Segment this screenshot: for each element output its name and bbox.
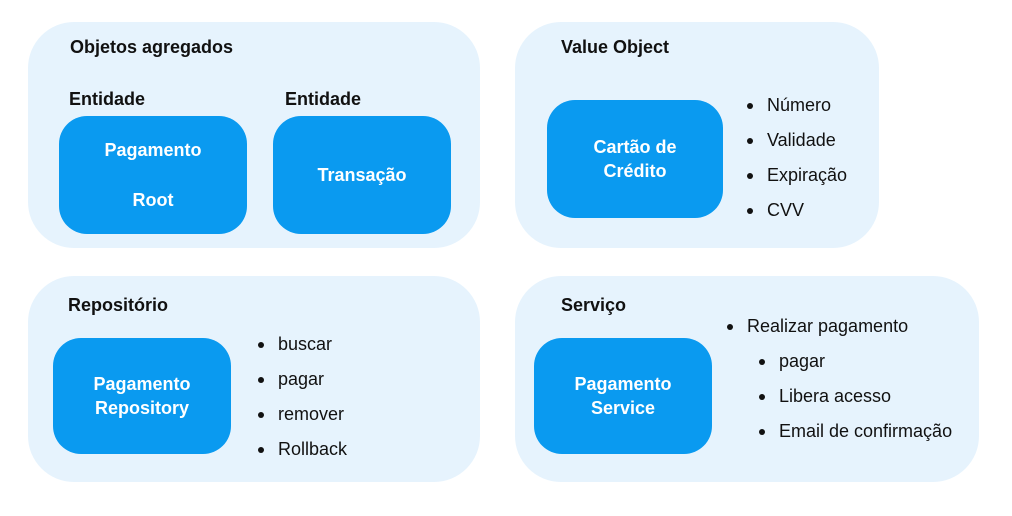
credit-card-line1: Cartão de bbox=[593, 137, 677, 157]
transaction-node[interactable]: Transação bbox=[273, 116, 451, 234]
credit-card-node[interactable]: Cartão de Crédito bbox=[547, 100, 723, 218]
value-object-attributes: Número Validade Expiração CVV bbox=[745, 88, 847, 228]
list-item: CVV bbox=[745, 193, 847, 228]
service-operations: Realizar pagamento pagar Libera acesso E… bbox=[725, 309, 952, 449]
payment-repository-node[interactable]: Pagamento Repository bbox=[53, 338, 231, 454]
payment-repository-line1: Pagamento bbox=[93, 374, 191, 394]
payment-root-line1: Pagamento bbox=[104, 140, 202, 160]
service-sub-items: pagar Libera acesso Email de confirmação bbox=[757, 344, 952, 449]
list-item: Email de confirmação bbox=[757, 414, 952, 449]
list-item-main: Realizar pagamento pagar Libera acesso E… bbox=[725, 309, 952, 449]
list-item: Validade bbox=[745, 123, 847, 158]
service-panel: Serviço Pagamento Service Realizar pagam… bbox=[515, 276, 979, 482]
payment-service-line1: Pagamento bbox=[574, 374, 672, 394]
payment-repository-line2: Repository bbox=[94, 398, 190, 418]
payment-root-line2: Root bbox=[132, 190, 174, 210]
list-item: Libera acesso bbox=[757, 379, 952, 414]
list-item: remover bbox=[256, 397, 347, 432]
payment-service-node[interactable]: Pagamento Service bbox=[534, 338, 712, 454]
payment-root-node[interactable]: Pagamento Root bbox=[59, 116, 247, 234]
list-item: Expiração bbox=[745, 158, 847, 193]
value-object-title: Value Object bbox=[561, 37, 670, 57]
service-main-item: Realizar pagamento bbox=[747, 316, 909, 336]
list-item: pagar bbox=[256, 362, 347, 397]
repository-panel: Repositório Pagamento Repository buscar … bbox=[28, 276, 480, 482]
service-title: Serviço bbox=[561, 295, 627, 315]
aggregates-title: Objetos agregados bbox=[70, 37, 234, 57]
list-item: Número bbox=[745, 88, 847, 123]
payment-service-line2: Service bbox=[590, 398, 656, 418]
list-item: Rollback bbox=[256, 432, 347, 467]
aggregates-panel: Objetos agregados Entidade Entidade Paga… bbox=[28, 22, 480, 248]
value-object-panel: Value Object Cartão de Crédito Número Va… bbox=[515, 22, 879, 248]
repository-operations: buscar pagar remover Rollback bbox=[256, 327, 347, 467]
credit-card-line2: Crédito bbox=[603, 161, 667, 181]
entity-label-root: Entidade bbox=[69, 89, 146, 109]
list-item: pagar bbox=[757, 344, 952, 379]
list-item: buscar bbox=[256, 327, 347, 362]
entity-label-transaction: Entidade bbox=[285, 89, 362, 109]
transaction-label: Transação bbox=[317, 165, 407, 185]
repository-title: Repositório bbox=[68, 295, 169, 315]
